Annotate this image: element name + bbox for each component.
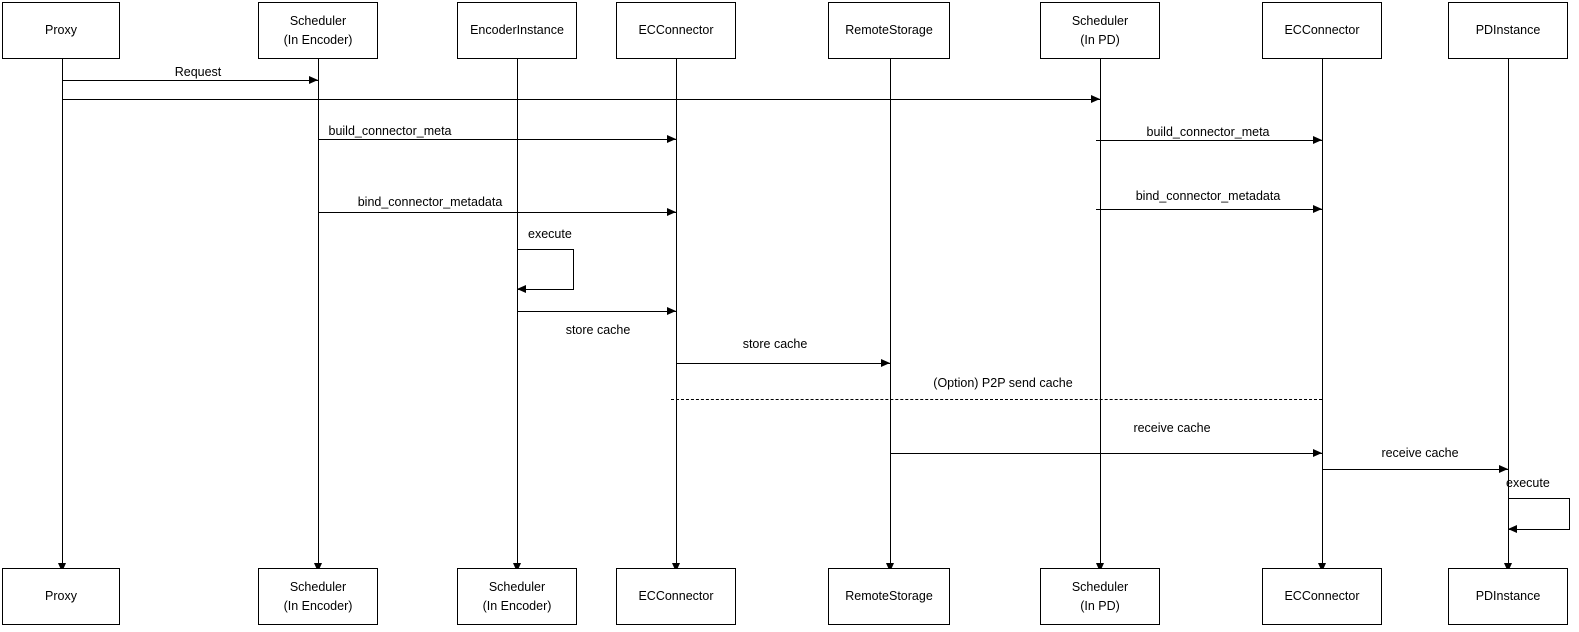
message-line-p2p-send-cache[interactable] [671, 399, 1322, 400]
message-line-request[interactable] [62, 80, 318, 81]
lifeline-end-arrow-pd-instance [1504, 563, 1512, 572]
message-line-bind-connector-metadata-encoder[interactable] [318, 212, 676, 213]
participant-label-line1: Scheduler [1071, 14, 1129, 29]
self-message-label-execute-encoder-instance: execute [528, 227, 572, 241]
lifeline-end-arrow-ec-connector-pd [1318, 563, 1326, 572]
participant-footer-label-line2: (In Encoder) [482, 598, 552, 613]
lifeline-scheduler-in-pd [1100, 59, 1101, 565]
participant-footer-label-line2: (In Encoder) [283, 598, 353, 613]
self-message-loop-execute-pd-instance[interactable] [1508, 498, 1570, 530]
message-arrowhead-build-connector-meta-encoder [667, 135, 676, 143]
self-message-loop-execute-encoder-instance[interactable] [517, 249, 574, 290]
participant-footer-box-encoder-instance-footer[interactable]: Scheduler (In Encoder) [457, 568, 577, 625]
message-arrowhead-bind-connector-metadata-pd [1313, 205, 1322, 213]
message-arrowhead-store-cache-remote [881, 359, 890, 367]
participant-footer-box-scheduler-in-encoder[interactable]: Scheduler (In Encoder) [258, 568, 378, 625]
participant-box-scheduler-in-pd[interactable]: Scheduler (In PD) [1040, 2, 1160, 59]
message-label-p2p-send-cache: (Option) P2P send cache [933, 376, 1073, 390]
message-arrowhead-proxy-to-scheduler-pd [1091, 95, 1100, 103]
participant-footer-label-line2: (In PD) [1080, 598, 1120, 613]
participant-label-line1: EncoderInstance [470, 23, 564, 38]
participant-footer-box-scheduler-in-pd[interactable]: Scheduler (In PD) [1040, 568, 1160, 625]
participant-box-scheduler-in-encoder[interactable]: Scheduler (In Encoder) [258, 2, 378, 59]
lifeline-end-arrow-proxy [58, 563, 66, 572]
message-label-receive-cache-to-ecconnector: receive cache [1133, 421, 1211, 435]
participant-box-proxy[interactable]: Proxy [2, 2, 120, 59]
lifeline-proxy [62, 59, 63, 565]
participant-footer-box-ec-connector-encoder[interactable]: ECConnector [616, 568, 736, 625]
participant-label-line1: ECConnector [638, 23, 714, 38]
lifeline-end-arrow-scheduler-in-pd [1096, 563, 1104, 572]
participant-box-ec-connector-pd[interactable]: ECConnector [1262, 2, 1382, 59]
participant-label-line2: (In Encoder) [283, 32, 353, 47]
lifeline-end-arrow-remote-storage [886, 563, 894, 572]
message-line-proxy-to-scheduler-pd[interactable] [62, 99, 1100, 100]
lifeline-scheduler-in-encoder [318, 59, 319, 565]
message-line-bind-connector-metadata-pd[interactable] [1096, 209, 1322, 210]
participant-footer-label-line1: ECConnector [638, 589, 714, 604]
message-line-receive-cache-to-pdinstance[interactable] [1322, 469, 1508, 470]
message-arrowhead-receive-cache-to-ecconnector [1313, 449, 1322, 457]
participant-footer-box-pd-instance[interactable]: PDInstance [1448, 568, 1568, 625]
message-arrowhead-build-connector-meta-pd [1313, 136, 1322, 144]
participant-label-line1: Scheduler [289, 14, 347, 29]
message-label-bind-connector-metadata-pd: bind_connector_metadata [1135, 189, 1281, 203]
message-label-request: Request [174, 65, 222, 79]
participant-footer-box-proxy[interactable]: Proxy [2, 568, 120, 625]
participant-box-remote-storage[interactable]: RemoteStorage [828, 2, 950, 59]
lifeline-end-arrow-scheduler-in-encoder [314, 563, 322, 572]
participant-footer-label-line1: PDInstance [1475, 589, 1541, 604]
message-arrowhead-store-cache-encoder [667, 307, 676, 315]
lifeline-pd-instance [1508, 59, 1509, 565]
message-label-build-connector-meta-encoder: build_connector_meta [328, 124, 452, 138]
lifeline-end-arrow-encoder-instance [513, 563, 521, 572]
message-label-receive-cache-to-pdinstance: receive cache [1381, 446, 1459, 460]
participant-box-pd-instance[interactable]: PDInstance [1448, 2, 1568, 59]
message-label-store-cache-encoder: store cache [565, 323, 631, 337]
lifeline-remote-storage [890, 59, 891, 565]
participant-footer-label-line1: Scheduler [488, 580, 546, 595]
participant-footer-label-line1: ECConnector [1284, 589, 1360, 604]
self-message-label-execute-pd-instance: execute [1506, 476, 1550, 490]
lifeline-end-arrow-ec-connector-encoder [672, 563, 680, 572]
self-message-arrowhead-execute-encoder-instance [517, 285, 526, 293]
participant-footer-box-ec-connector-pd[interactable]: ECConnector [1262, 568, 1382, 625]
lifeline-encoder-instance [517, 59, 518, 565]
participant-label-line1: PDInstance [1475, 23, 1541, 38]
message-label-build-connector-meta-pd: build_connector_meta [1146, 125, 1270, 139]
message-arrowhead-bind-connector-metadata-encoder [667, 208, 676, 216]
message-line-store-cache-encoder[interactable] [517, 311, 676, 312]
message-label-bind-connector-metadata-encoder: bind_connector_metadata [357, 195, 503, 209]
participant-box-ec-connector-encoder[interactable]: ECConnector [616, 2, 736, 59]
message-line-build-connector-meta-pd[interactable] [1096, 140, 1322, 141]
message-arrowhead-receive-cache-to-pdinstance [1499, 465, 1508, 473]
lifeline-ec-connector-pd [1322, 59, 1323, 565]
participant-footer-label-line1: Scheduler [289, 580, 347, 595]
message-label-store-cache-remote: store cache [742, 337, 808, 351]
participant-footer-label-line1: Scheduler [1071, 580, 1129, 595]
message-line-store-cache-remote[interactable] [676, 363, 890, 364]
message-line-receive-cache-to-ecconnector[interactable] [890, 453, 1322, 454]
self-message-arrowhead-execute-pd-instance [1508, 525, 1517, 533]
participant-label-line2: (In PD) [1080, 32, 1120, 47]
participant-footer-box-remote-storage[interactable]: RemoteStorage [828, 568, 950, 625]
participant-footer-label-line1: RemoteStorage [845, 589, 933, 604]
participant-footer-label-line1: Proxy [45, 589, 77, 604]
participant-label-line1: ECConnector [1284, 23, 1360, 38]
message-line-build-connector-meta-encoder[interactable] [318, 139, 676, 140]
message-arrowhead-request [309, 76, 318, 84]
participant-box-encoder-instance[interactable]: EncoderInstance [457, 2, 577, 59]
participant-label-line1: RemoteStorage [845, 23, 933, 38]
participant-label-line1: Proxy [45, 23, 77, 38]
lifeline-ec-connector-encoder [676, 59, 677, 565]
